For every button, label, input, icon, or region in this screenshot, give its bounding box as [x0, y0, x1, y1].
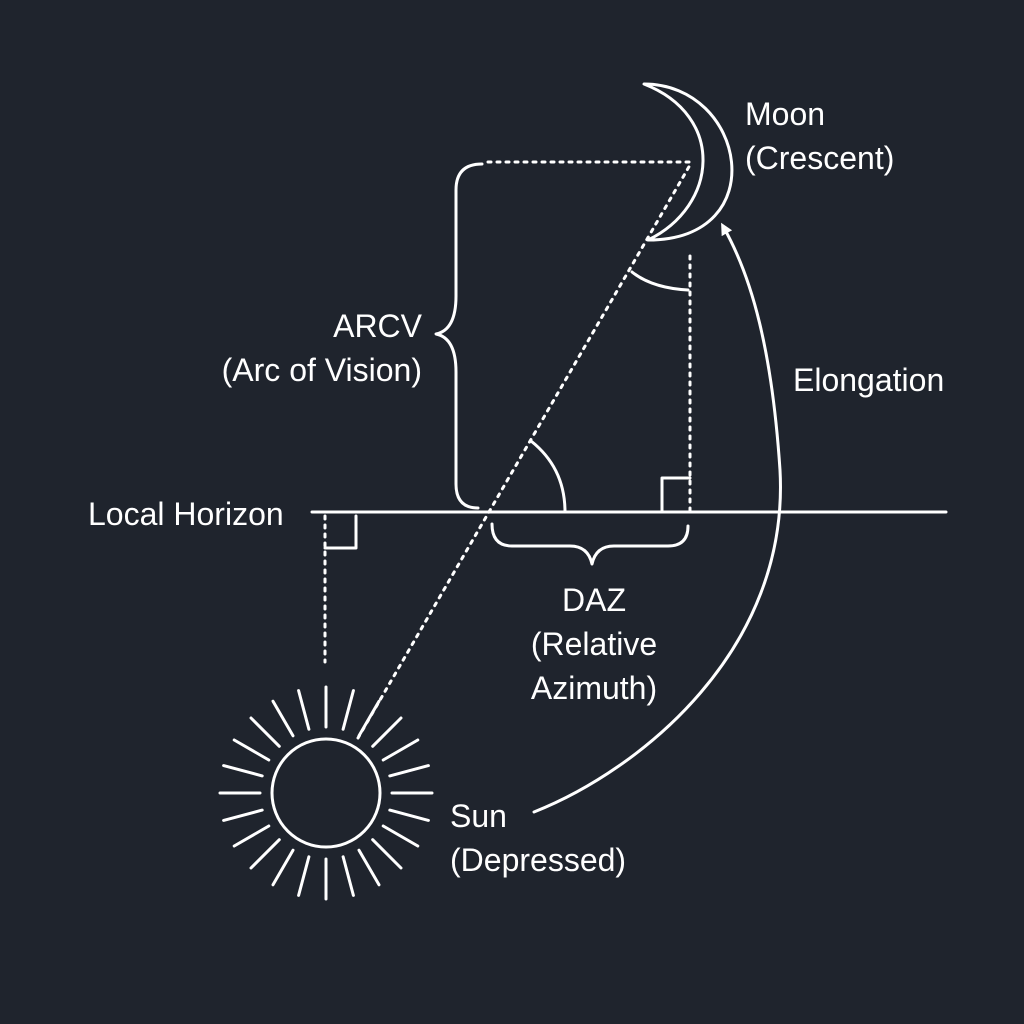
- sun-ray: [249, 838, 281, 870]
- sun-ray: [341, 855, 355, 897]
- sun-ray: [381, 738, 420, 762]
- arcv-label-abbr: ARCV: [333, 308, 422, 344]
- sun-right-angle-marker: [323, 514, 358, 550]
- sun-ray: [371, 838, 403, 870]
- sun-ray: [371, 716, 403, 748]
- sun-ray: [388, 764, 430, 778]
- sun-moon-dotted-line: [356, 163, 692, 740]
- sun-ray: [271, 699, 295, 738]
- sun-ray: [297, 689, 311, 731]
- crescent-moon-icon: [642, 82, 734, 242]
- sun-ray: [249, 716, 281, 748]
- sun-icon: [218, 685, 434, 901]
- arcv-label: ARCV (Arc of Vision): [200, 304, 422, 392]
- sun-label-state: (Depressed): [450, 842, 627, 878]
- moon-label-name: Moon: [745, 96, 826, 132]
- sun-ray: [357, 848, 381, 887]
- sun-ray: [357, 699, 381, 738]
- elongation-label: Elongation: [793, 362, 945, 398]
- local-horizon-label: Local Horizon: [88, 496, 284, 532]
- daz-label: DAZ (Relative Azimuth): [494, 578, 694, 710]
- sun-ray: [222, 764, 264, 778]
- sun-ray: [297, 855, 311, 897]
- sun-ray: [388, 808, 430, 822]
- sun-label-name: Sun: [450, 798, 507, 834]
- sun-label: Sun (Depressed): [450, 794, 626, 882]
- daz-label-abbr: DAZ: [562, 582, 626, 618]
- moon-label: Moon (Crescent): [745, 92, 894, 180]
- daz-brace: [490, 522, 690, 566]
- sun-ray: [232, 824, 271, 848]
- daz-label-line2: (Relative: [530, 626, 658, 662]
- moon-angle-arc: [630, 270, 690, 292]
- arcv-label-full: (Arc of Vision): [221, 352, 422, 388]
- moon-right-angle-marker: [660, 476, 692, 514]
- moon-label-phase: (Crescent): [745, 140, 895, 176]
- sun-ray: [341, 689, 355, 731]
- horizon-angle-arc: [529, 439, 567, 514]
- arcv-brace: [434, 162, 484, 510]
- sun-ray: [271, 848, 295, 887]
- elongation-arrow: [532, 222, 782, 814]
- sun-ray: [232, 738, 271, 762]
- sun-ray: [222, 808, 264, 822]
- sun-ray: [381, 824, 420, 848]
- daz-label-line3: Azimuth): [530, 670, 658, 706]
